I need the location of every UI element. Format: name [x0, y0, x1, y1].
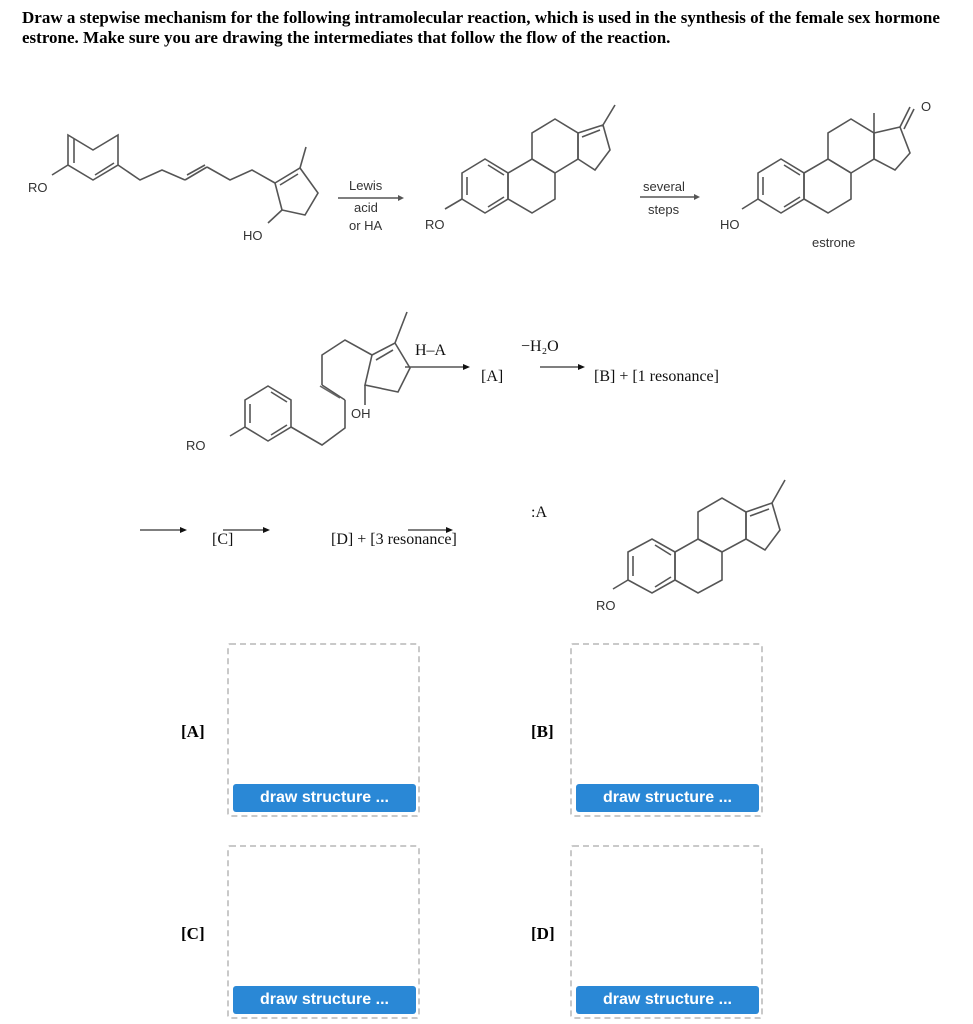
answer-box-c[interactable]: draw structure ...	[227, 845, 420, 1019]
final-steroid-structure	[612, 479, 786, 594]
step2-reagent: −H₂O	[521, 338, 559, 355]
estrone-o-label: O	[921, 99, 932, 114]
step2-product: [B] + [1 resonance]	[594, 368, 719, 385]
estrone-ho-label: HO	[720, 217, 740, 232]
product-ro-label: RO	[425, 217, 445, 232]
answer-box-a[interactable]: draw structure ...	[227, 643, 420, 817]
estrone-name-label: estrone	[812, 235, 856, 250]
answer-box-b[interactable]: draw structure ...	[570, 643, 763, 817]
reactant-structure	[51, 133, 319, 224]
tetracycle-product-structure	[444, 104, 616, 214]
answer-label-a: [A]	[181, 722, 205, 741]
step1-reagent: H–A	[415, 342, 447, 359]
arrow2-label-several: several	[643, 179, 685, 194]
question-text: Draw a stepwise mechanism for the follow…	[22, 8, 940, 47]
answer-label-d: [D]	[531, 924, 555, 943]
estrone-structure	[741, 106, 915, 214]
arrow1-label-lewis: Lewis	[349, 178, 383, 193]
final-ro-label: RO	[596, 598, 616, 613]
draw-structure-button-b[interactable]: draw structure ...	[576, 784, 759, 812]
answer-box-d[interactable]: draw structure ...	[570, 845, 763, 1019]
mechanism-row2-diagram	[140, 479, 786, 594]
step5-reagent: :A	[531, 504, 547, 521]
reactant-ho-label: HO	[243, 228, 263, 243]
draw-structure-button-c[interactable]: draw structure ...	[233, 986, 416, 1014]
step4-product: [D] + [3 resonance]	[331, 531, 457, 548]
draw-structure-button-a[interactable]: draw structure ...	[233, 784, 416, 812]
arrow1-label-acid: acid	[354, 200, 378, 215]
overview-scheme-diagram	[51, 104, 915, 224]
arrow2-label-steps: steps	[648, 202, 680, 217]
arrow1-label-or-ha: or HA	[349, 218, 383, 233]
start-ro-label: RO	[186, 438, 206, 453]
start-oh-label: OH	[351, 406, 371, 421]
step3-product: [C]	[212, 531, 234, 548]
answer-label-b: [B]	[531, 722, 554, 741]
mechanism-start-diagram	[229, 311, 585, 446]
step1-product: [A]	[481, 368, 504, 385]
reactant-ro-label: RO	[28, 180, 48, 195]
draw-structure-button-d[interactable]: draw structure ...	[576, 986, 759, 1014]
answer-label-c: [C]	[181, 924, 205, 943]
